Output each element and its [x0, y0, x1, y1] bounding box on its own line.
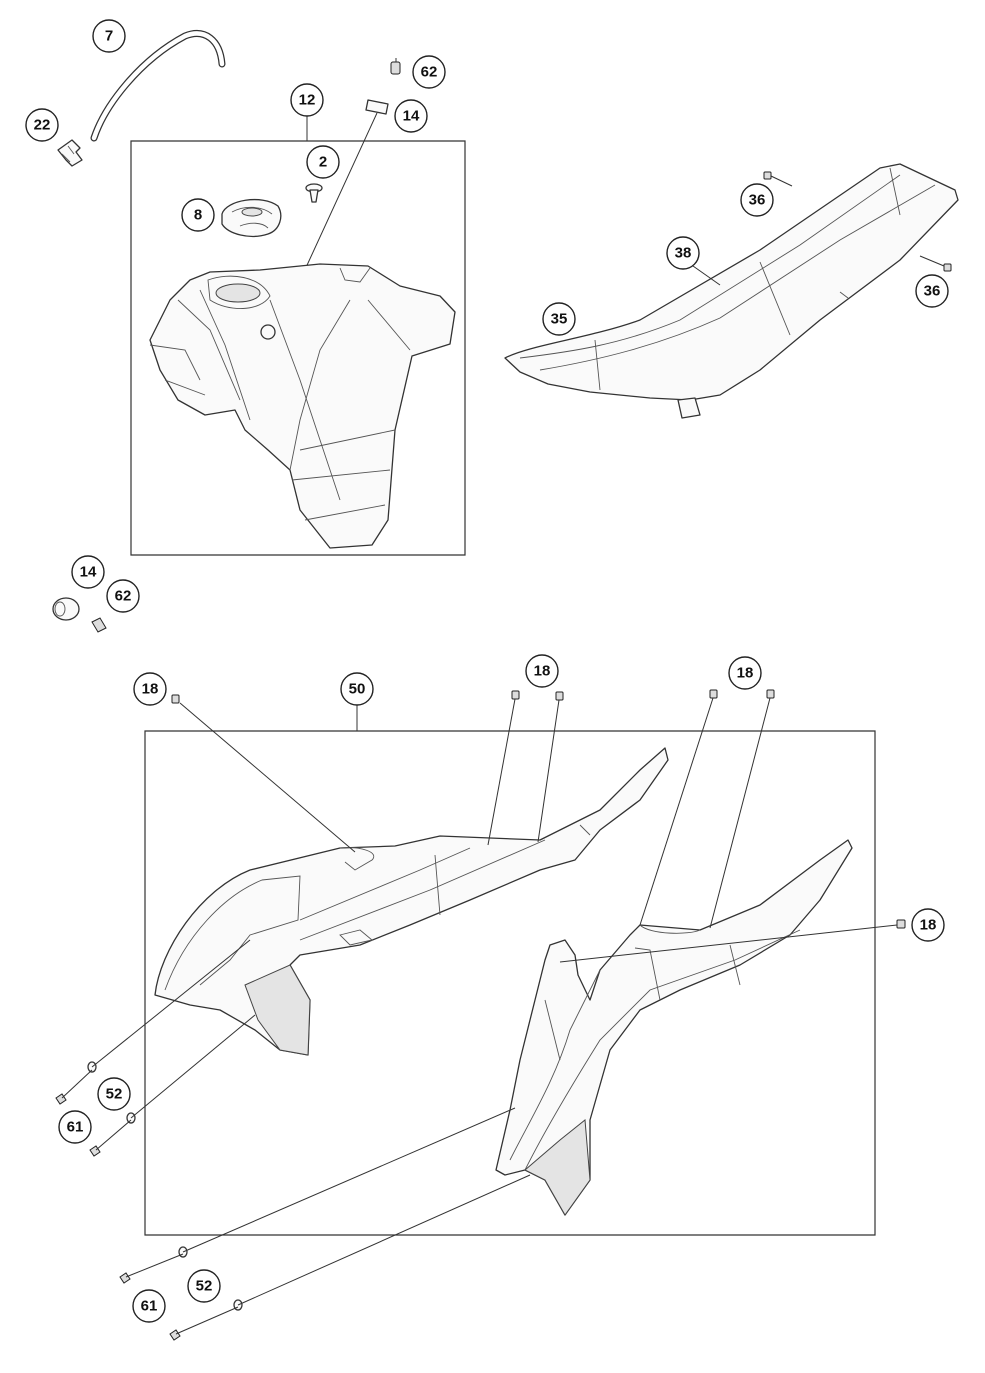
svg-text:14: 14	[403, 108, 420, 125]
svg-text:62: 62	[421, 64, 438, 81]
svg-text:18: 18	[534, 663, 551, 680]
seat	[504, 163, 959, 419]
seat-bolt-top	[763, 171, 793, 187]
callout-18-b: 18	[525, 654, 559, 688]
washer-bolt-set-bottom	[119, 1107, 531, 1341]
right-side-panel	[495, 839, 853, 1216]
panel-bolt-18-d	[559, 919, 906, 963]
callout-62-top: 62	[412, 55, 446, 89]
spacer-14	[52, 597, 80, 621]
callout-52-bottom: 52	[187, 1269, 221, 1303]
left-side-panel	[154, 747, 669, 1056]
svg-text:8: 8	[194, 207, 202, 224]
callout-7: 7	[92, 19, 126, 53]
svg-text:52: 52	[196, 1278, 213, 1295]
callout-35: 35	[542, 302, 576, 336]
svg-text:61: 61	[67, 1119, 84, 1136]
svg-text:36: 36	[924, 283, 941, 300]
callout-12: 12	[290, 83, 324, 117]
callout-8: 8	[181, 198, 215, 232]
callout-36-rear: 36	[915, 274, 949, 308]
bolt-62-top	[390, 58, 401, 75]
callout-18-d: 18	[911, 908, 945, 942]
svg-text:14: 14	[80, 564, 97, 581]
callout-50: 50	[340, 672, 374, 706]
callout-62-left: 62	[106, 579, 140, 613]
tank-group-frame	[130, 140, 466, 556]
svg-text:18: 18	[142, 681, 159, 698]
svg-text:18: 18	[920, 917, 937, 934]
svg-text:52: 52	[106, 1086, 123, 1103]
callout-38: 38	[666, 236, 700, 270]
vent-valve	[305, 183, 323, 203]
callout-2: 2	[306, 145, 340, 179]
seat-bolt-rear	[919, 255, 952, 272]
washer-bolt-set-left	[55, 939, 256, 1157]
svg-text:36: 36	[749, 192, 766, 209]
callout-36-top: 36	[740, 183, 774, 217]
svg-text:61: 61	[141, 1298, 158, 1315]
side-panel-group-frame	[144, 730, 876, 1236]
fuel-tank	[149, 263, 456, 549]
svg-text:38: 38	[675, 245, 692, 262]
callout-18-c: 18	[728, 656, 762, 690]
svg-text:62: 62	[115, 588, 132, 605]
callout-14-top: 14	[394, 99, 428, 133]
callout-61-bottom: 61	[132, 1289, 166, 1323]
svg-text:12: 12	[299, 92, 316, 109]
callout-61-left: 61	[58, 1110, 92, 1144]
svg-text:50: 50	[349, 681, 366, 698]
panel-bolt-18-c	[639, 689, 775, 929]
callout-52-left: 52	[97, 1077, 131, 1111]
svg-text:22: 22	[34, 117, 51, 134]
panel-bolt-18-b	[487, 690, 564, 846]
svg-text:18: 18	[737, 665, 754, 682]
grommet-14-top	[365, 99, 389, 115]
callout-18-a: 18	[133, 672, 167, 706]
svg-text:35: 35	[551, 311, 568, 328]
callout-22: 22	[25, 108, 59, 142]
svg-text:2: 2	[319, 154, 327, 171]
callout-14-left: 14	[71, 555, 105, 589]
bolt-62-left	[91, 617, 107, 633]
svg-text:7: 7	[105, 28, 113, 45]
elbow-fitting	[57, 139, 83, 167]
fuel-cap	[221, 198, 282, 238]
panel-bolt-18-a	[171, 694, 356, 853]
